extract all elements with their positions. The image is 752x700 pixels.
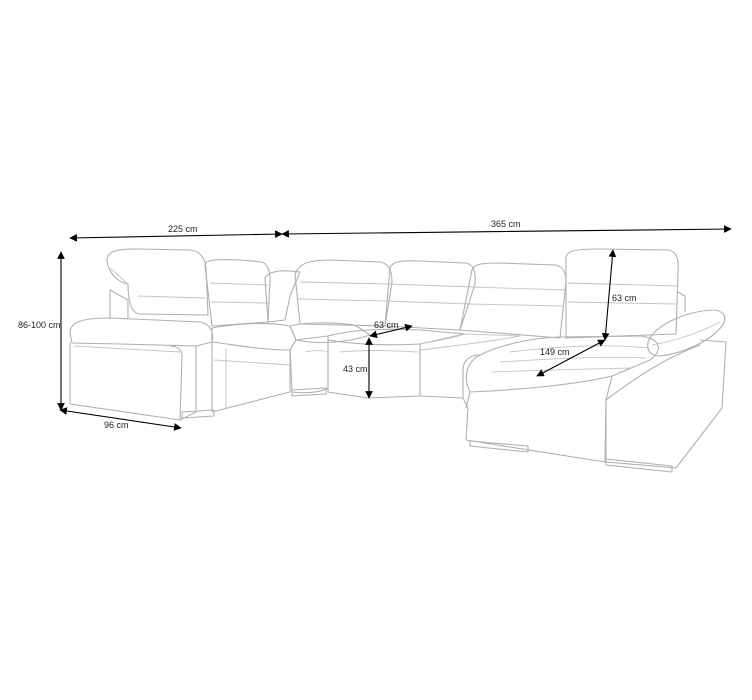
label-chaise-length: 149 cm [540, 347, 570, 357]
left-back-cushion [204, 259, 271, 327]
dimension-labels: 225 cm 365 cm 86-100 cm 96 cm 63 cm 43 c… [18, 219, 637, 430]
label-width-right: 365 cm [491, 219, 521, 229]
sofa-feet [181, 387, 673, 473]
right-armrest [647, 309, 726, 357]
label-width-left: 225 cm [168, 224, 198, 234]
label-backrest-height: 63 cm [612, 293, 637, 303]
left-headrest [106, 248, 209, 319]
left-seat [211, 322, 297, 413]
chaise-lounge [462, 335, 727, 469]
right-headrest [565, 248, 686, 339]
left-armrest [69, 317, 214, 421]
label-depth-left: 96 cm [104, 420, 129, 430]
sofa-outline [69, 248, 727, 473]
label-height-total: 86-100 cm [18, 320, 61, 330]
label-seat-depth: 63 cm [374, 320, 399, 330]
dim-line-63-seat [369, 323, 413, 339]
dim-line-225 [69, 230, 283, 242]
dim-line-63-back [601, 249, 617, 341]
dimension-lines [57, 225, 732, 431]
center-back-cushions [294, 259, 567, 339]
dim-line-149 [536, 339, 606, 377]
label-seat-height: 43 cm [343, 364, 368, 374]
dim-line-365 [281, 225, 732, 238]
dim-line-96 [59, 407, 182, 431]
corner-seat [289, 322, 371, 394]
corner-back [264, 270, 301, 323]
